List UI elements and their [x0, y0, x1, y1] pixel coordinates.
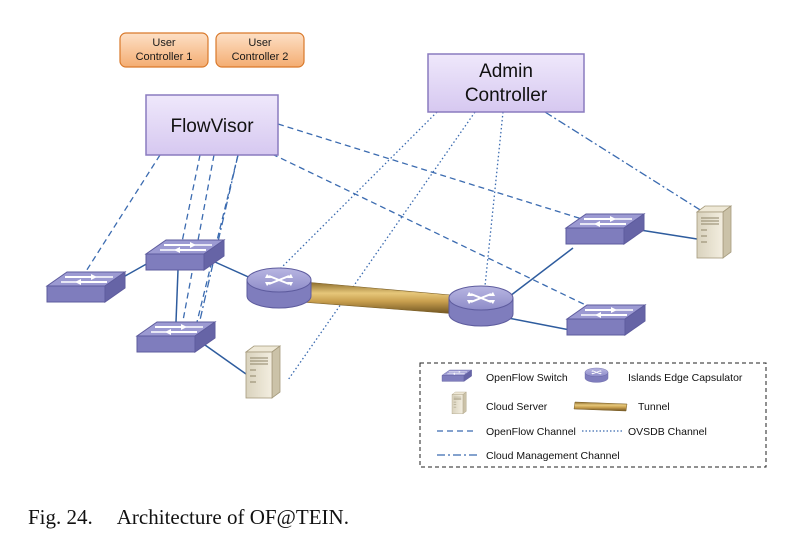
ovsdb-channels: [276, 111, 504, 381]
flowvisor: FlowVisor: [145, 94, 279, 156]
figure-caption-text: Architecture of OF@TEIN.: [116, 505, 349, 529]
openflow-channels: [82, 123, 599, 327]
legend-ovsdb-channel-label: OVSDB Channel: [628, 426, 707, 438]
openflow-switch: [46, 271, 126, 303]
openflow-switch: [566, 304, 646, 336]
cloud-server: [245, 345, 281, 399]
figure-caption: Fig. 24. Architecture of OF@TEIN.: [28, 505, 349, 530]
islands-edge-capsulator: [448, 285, 514, 327]
legend-capsulator-label: Islands Edge Capsulator: [628, 372, 743, 384]
cloud-server: [696, 205, 732, 259]
tunnel: [299, 281, 463, 315]
openflow-switch: [136, 321, 216, 353]
legend-tunnel-icon: [573, 401, 628, 412]
legend-openflow-channel-label: OpenFlow Channel: [486, 426, 576, 438]
legend-server-icon: [451, 391, 467, 415]
cloud-management-channels: [199, 111, 706, 321]
legend-cloud-mgmt-label: Cloud Management Channel: [486, 450, 620, 462]
islands-edge-capsulator: [246, 267, 312, 309]
legend-tunnel-label: Tunnel: [638, 401, 670, 413]
legend-openflow-switch-label: OpenFlow Switch: [486, 372, 568, 384]
legend: OpenFlow Switch Islands Edge Capsulator …: [419, 362, 767, 468]
legend-capsulator-icon: [584, 367, 609, 383]
openflow-switch: [565, 213, 645, 245]
figure-number: Fig. 24.: [28, 505, 93, 529]
legend-cloud-server-label: Cloud Server: [486, 401, 548, 413]
flowvisor-label: FlowVisor: [170, 116, 254, 137]
